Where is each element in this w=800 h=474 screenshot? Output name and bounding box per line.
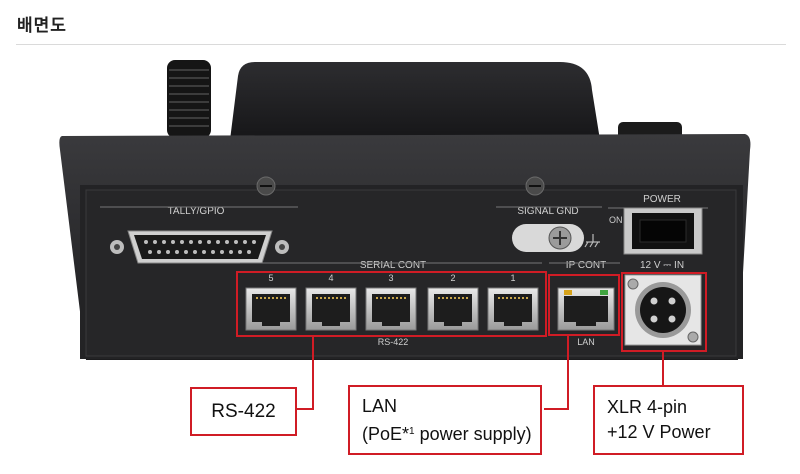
port-number: 1 xyxy=(510,273,515,283)
title-divider xyxy=(16,44,786,45)
callout-lan: LAN (PoE*1 power supply) xyxy=(348,385,542,455)
callout-lan-suffix: power supply) xyxy=(414,423,532,444)
lan-port xyxy=(557,287,615,331)
callout-lan-subtitle: (PoE*1 power supply) xyxy=(362,419,540,447)
callout-lan-footnote: 1 xyxy=(409,425,415,437)
callout-xlr-title: XLR 4-pin xyxy=(607,397,688,417)
port-number: 4 xyxy=(328,273,333,283)
signal-gnd-terminal xyxy=(512,224,600,252)
label-on: ON xyxy=(609,215,623,225)
label-lan-panel: LAN xyxy=(577,337,595,347)
label-power: POWER xyxy=(643,194,681,205)
port-number: 3 xyxy=(388,273,393,283)
rs422-ports xyxy=(245,287,539,331)
label-serial-cont: SERIAL CONT xyxy=(360,260,426,271)
xlr-connector xyxy=(624,274,702,346)
callout-lan-prefix: (PoE* xyxy=(362,423,410,444)
label-rs422-panel: RS-422 xyxy=(378,337,409,347)
tally-antenna xyxy=(167,60,211,138)
label-signal-gnd: SIGNAL GND xyxy=(517,206,578,217)
callout-lan-title: LAN xyxy=(362,395,398,416)
label-power-in: 12 V ⎓ IN xyxy=(640,260,684,271)
tally-gpio-connector xyxy=(110,230,289,264)
port-number: 5 xyxy=(268,273,273,283)
callout-leaders xyxy=(295,335,664,410)
label-tally-gpio: TALLY/GPIO xyxy=(168,206,225,217)
page-title: 배면도 xyxy=(17,16,67,36)
callout-rs422-text: RS-422 xyxy=(211,400,276,422)
callout-rs422: RS-422 xyxy=(190,387,297,436)
label-ip-cont: IP CONT xyxy=(566,260,606,271)
port-number: 2 xyxy=(450,273,455,283)
power-switch xyxy=(623,207,703,255)
callout-xlr: XLR 4-pin +12 V Power xyxy=(593,385,744,455)
serial-port-numbers: 5 4 3 2 1 xyxy=(268,273,515,283)
screw-icon xyxy=(256,176,545,196)
callout-xlr-subtitle: +12 V Power xyxy=(607,422,711,442)
upper-housing xyxy=(230,62,600,140)
